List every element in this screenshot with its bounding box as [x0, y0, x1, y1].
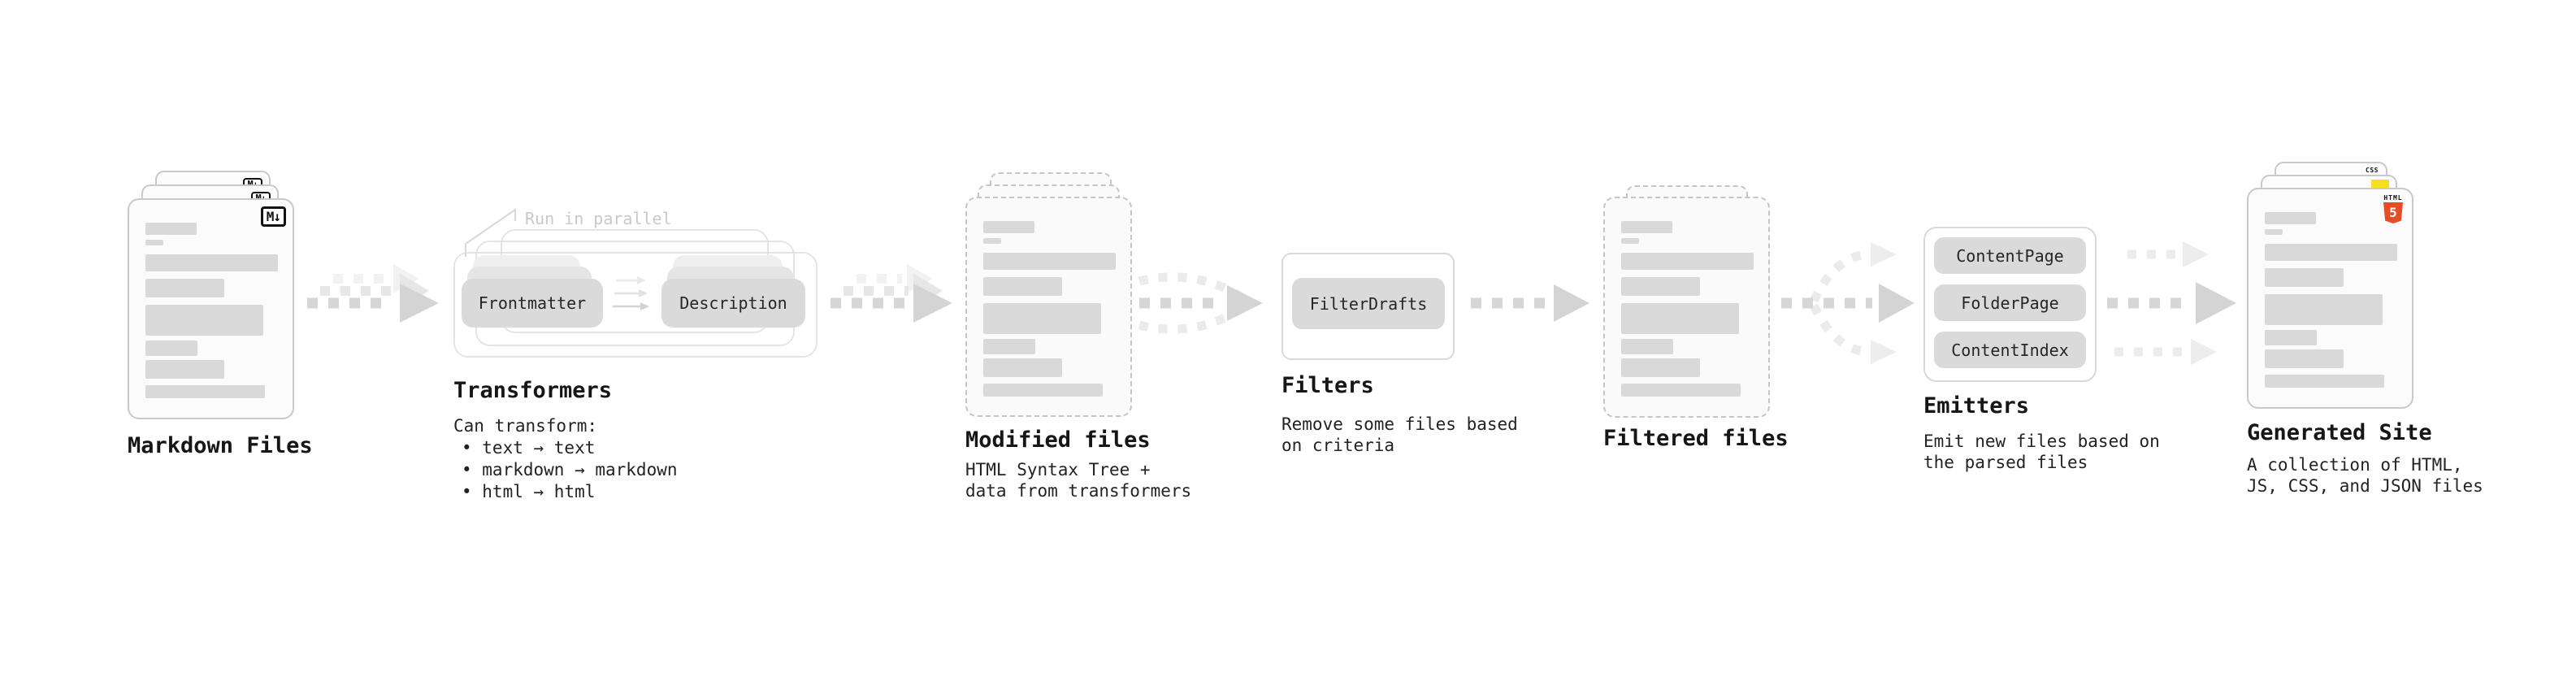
- markdown-icon: M↓: [260, 206, 286, 227]
- description-line: Can transform:: [453, 416, 598, 436]
- transformers-description: Can transform: • text → text • markdown …: [453, 415, 678, 503]
- placeholder-bar: [1621, 238, 1639, 244]
- placeholder-bar: [145, 279, 224, 297]
- placeholder-bar: [1621, 358, 1700, 377]
- node-label-transformers: Transformers: [453, 378, 613, 403]
- arrow-filtered-to-emitters: [1781, 242, 1915, 364]
- placeholder-bar: [145, 223, 197, 235]
- emitters-description: Emit new files based on the parsed files: [1923, 432, 2160, 472]
- node-label-filters: Filters: [1281, 373, 1374, 398]
- transformer-pill-frontmatter: Frontmatter: [462, 279, 603, 327]
- node-label-generated-site: Generated Site: [2247, 420, 2432, 445]
- pill-label: FilterDrafts: [1309, 293, 1428, 314]
- placeholder-bar: [983, 303, 1101, 334]
- placeholder-bar: [2265, 294, 2383, 325]
- emitter-pill-contentindex: ContentIndex: [1934, 332, 2086, 368]
- placeholder-bar: [2265, 375, 2384, 388]
- arrow-filters-to-filtered: [1471, 284, 1589, 322]
- html5-icon-shield: 5: [2383, 202, 2403, 223]
- emitter-pill-contentpage: ContentPage: [1934, 237, 2086, 274]
- modified-files-description: HTML Syntax Tree + data from transformer…: [965, 460, 1192, 501]
- node-label-filtered-files: Filtered files: [1603, 426, 1789, 451]
- placeholder-bar: [1621, 339, 1673, 354]
- arrow-transformers-to-modified: [830, 264, 952, 323]
- emitter-pill-folderpage: FolderPage: [1934, 284, 2086, 321]
- placeholder-bar: [1621, 303, 1739, 334]
- filter-pill-filterdrafts: FilterDrafts: [1292, 278, 1445, 329]
- filters-description: Remove some files based on criteria: [1281, 414, 1518, 455]
- document-content-placeholder: [967, 198, 1130, 397]
- pill-label: FolderPage: [1961, 293, 2059, 313]
- bullet-item: • text → text: [462, 438, 596, 458]
- placeholder-bar: [145, 240, 163, 245]
- placeholder-bar: [983, 253, 1116, 270]
- placeholder-bar: [1621, 253, 1754, 270]
- placeholder-bar: [145, 254, 278, 271]
- placeholder-bar: [2265, 268, 2344, 287]
- node-label-emitters: Emitters: [1923, 393, 2030, 419]
- arrow-emitters-to-site: [2107, 241, 2236, 365]
- site-file-card-html: HTML 5: [2247, 188, 2413, 409]
- placeholder-bar: [1621, 221, 1672, 233]
- arrow-markdown-to-transformers: [307, 264, 439, 323]
- modified-file-card: [965, 197, 1132, 417]
- placeholder-bar: [983, 221, 1034, 233]
- placeholder-bar: [2265, 229, 2283, 235]
- document-content-placeholder: [129, 200, 293, 398]
- placeholder-bar: [1621, 384, 1741, 397]
- placeholder-bar: [145, 360, 224, 379]
- placeholder-bar: [983, 358, 1062, 377]
- placeholder-bar: [983, 238, 1001, 244]
- pill-label: Frontmatter: [478, 293, 587, 313]
- placeholder-bar: [983, 277, 1062, 296]
- node-label-modified-files: Modified files: [965, 427, 1151, 453]
- placeholder-bar: [983, 384, 1103, 397]
- placeholder-bar: [145, 340, 197, 356]
- transformer-pill-description: Description: [661, 279, 805, 327]
- html5-icon: HTML 5: [2383, 194, 2404, 223]
- placeholder-bar: [145, 385, 265, 398]
- transformer-container-front: [453, 252, 817, 358]
- run-in-parallel-annotation: Run in parallel: [525, 209, 672, 228]
- placeholder-bar: [1621, 277, 1700, 296]
- placeholder-bar: [2265, 349, 2344, 368]
- js-icon: [2371, 180, 2389, 188]
- bullet-item: • html → html: [462, 482, 596, 501]
- node-label-markdown-files: Markdown Files: [128, 433, 313, 458]
- placeholder-bar: [2265, 330, 2317, 345]
- arrow-modified-to-filters: [1138, 272, 1263, 334]
- pill-label: ContentPage: [1956, 245, 2064, 266]
- html5-icon-word: HTML: [2383, 194, 2403, 202]
- placeholder-bar: [983, 339, 1035, 354]
- bullet-item: • markdown → markdown: [462, 460, 678, 479]
- filtered-file-card: [1603, 197, 1770, 418]
- markdown-file-card: M↓: [128, 198, 294, 419]
- generated-site-description: A collection of HTML, JS, CSS, and JSON …: [2247, 455, 2483, 496]
- placeholder-bar: [145, 305, 263, 336]
- pill-label: Description: [679, 293, 787, 313]
- placeholder-bar: [2265, 244, 2397, 261]
- pill-label: ContentIndex: [1951, 340, 2069, 360]
- placeholder-bar: [2265, 212, 2316, 224]
- document-content-placeholder: [1605, 198, 1768, 397]
- document-content-placeholder: [2249, 189, 2412, 388]
